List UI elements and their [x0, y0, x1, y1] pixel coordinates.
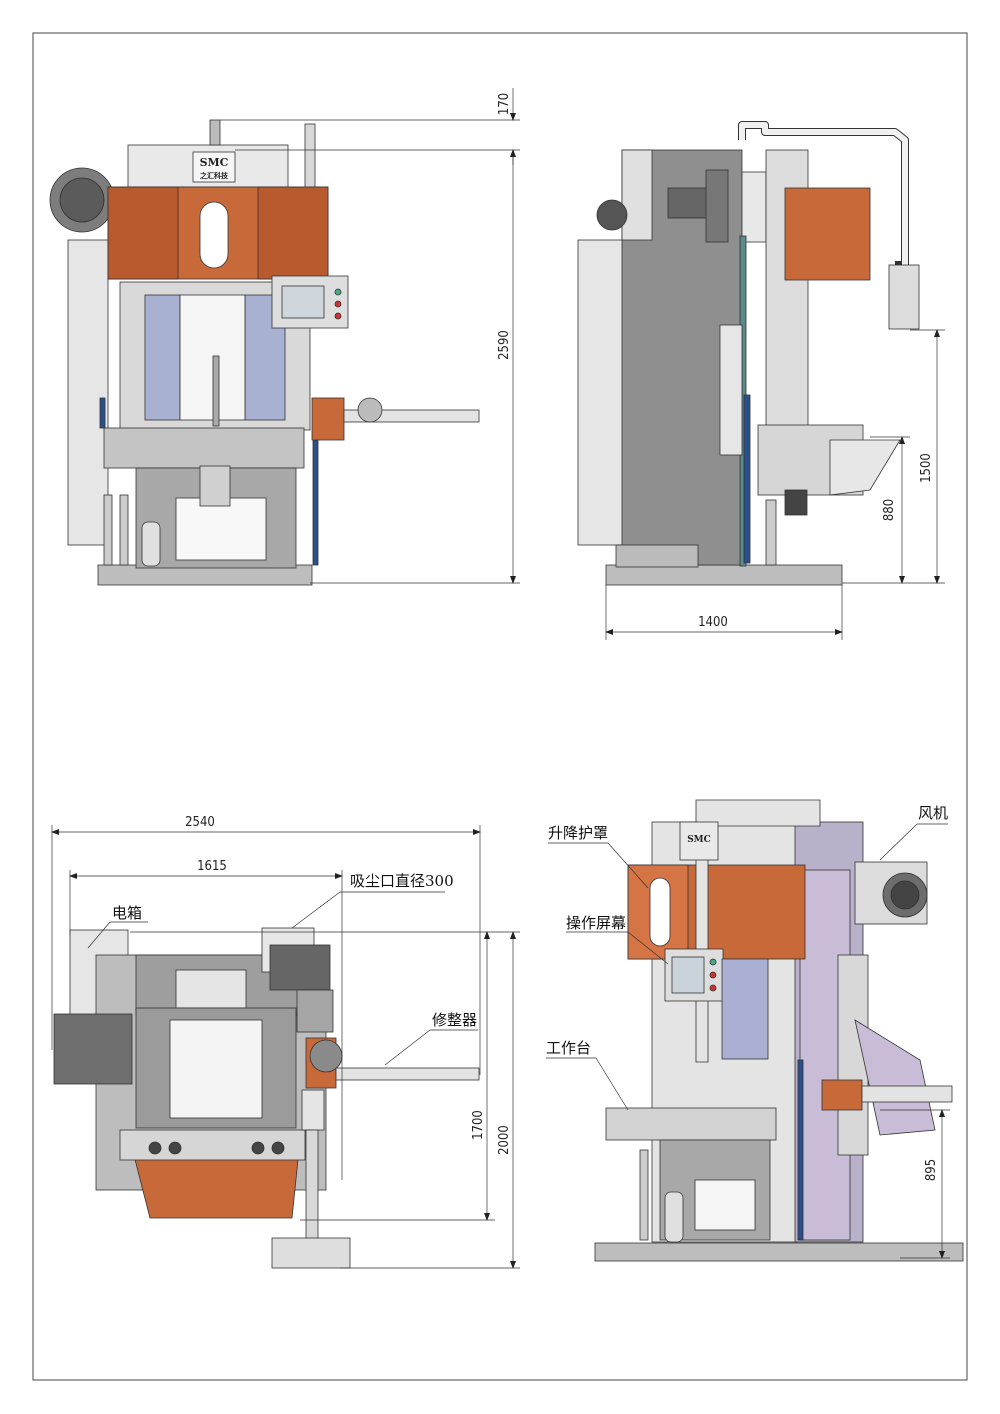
iso-worktable: [605, 1107, 777, 1141]
front-screen: [281, 285, 325, 319]
top-trimmer-arm: [335, 1067, 480, 1081]
label-trimmer: 修整器: [432, 1011, 477, 1029]
front-cabinet: [67, 239, 109, 546]
front-worktable: [103, 427, 305, 469]
label-worktable: 工作台: [546, 1039, 591, 1057]
iso-logo-text: SMC: [687, 835, 711, 845]
label-dust-port: 吸尘口直径300: [350, 872, 454, 890]
front-view: [49, 119, 480, 586]
sheet-border: [32, 32, 968, 1381]
front-logo-subtext: 之汇科技: [200, 171, 229, 180]
top-view-dimensions: [51, 825, 520, 1269]
label-electric-box: 电箱: [112, 904, 142, 922]
iso-screen: [671, 956, 705, 994]
side-pendant-screen: [888, 264, 920, 330]
front-view-dimensions: [220, 88, 520, 584]
front-logo-plate: [192, 151, 236, 183]
label-screen: 操作屏幕: [566, 914, 626, 932]
iso-trimmer-body: [821, 1079, 863, 1111]
dim-side-width: 1400: [698, 615, 728, 630]
dim-front-top-offset: 170: [497, 93, 512, 115]
top-pendant-base: [271, 1237, 351, 1269]
side-fan-motor: [667, 187, 711, 219]
front-logo-text: SMC: [200, 156, 229, 169]
dim-top-depth-total: 2000: [497, 1125, 512, 1155]
side-copper-guard: [784, 187, 871, 281]
iso-view-dimensions: [546, 823, 950, 1259]
side-view-dimensions: [605, 329, 945, 640]
dim-side-table-height: 880: [882, 499, 897, 521]
label-lift-guard: 升降护罩: [548, 824, 608, 842]
dim-side-screen-height: 1500: [919, 453, 934, 483]
dim-iso-table-height: 895: [924, 1159, 939, 1181]
side-view: [577, 121, 920, 586]
front-trimmer-body: [311, 397, 345, 441]
front-guard-window: [199, 201, 229, 269]
iso-base: [594, 1242, 964, 1262]
top-view: [53, 927, 480, 1269]
label-fan: 风机: [918, 804, 948, 822]
side-base: [605, 564, 843, 586]
dim-top-depth-inner: 1700: [471, 1110, 486, 1140]
dim-top-body-width: 1615: [197, 859, 227, 874]
dim-top-total-width: 2540: [185, 815, 215, 830]
iso-trimmer-arm: [861, 1085, 953, 1103]
top-fan-motor: [53, 1013, 133, 1085]
iso-view: [594, 799, 964, 1262]
dim-front-total-height: 2590: [497, 330, 512, 360]
